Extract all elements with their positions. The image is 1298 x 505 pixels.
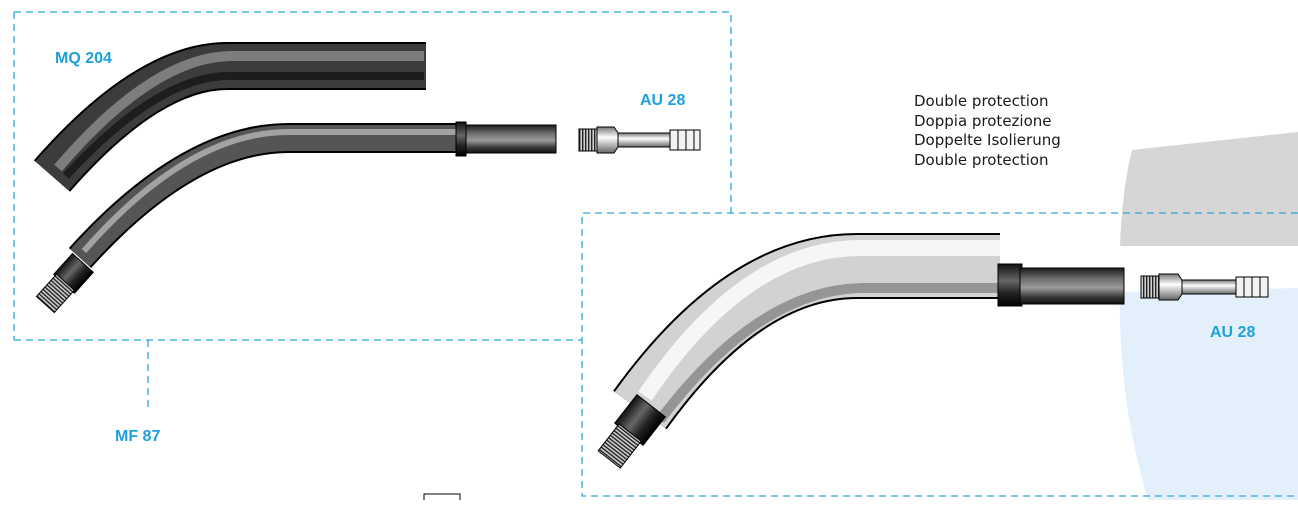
label-au28-top: AU 28 (640, 92, 686, 109)
frame-right-box (581, 212, 1298, 497)
description-line-de: Doppelte Isolierung (914, 131, 1061, 149)
mq204-sleeve (33, 42, 426, 192)
label-mf87: MF 87 (115, 428, 161, 445)
label-mq204: MQ 204 (55, 50, 112, 67)
description-line-en: Double protection (914, 92, 1049, 110)
mf87-tube (35, 121, 557, 314)
description-line-it: Doppia protezione (914, 111, 1052, 130)
cutoff-mark (423, 493, 461, 500)
gray-panel (1120, 132, 1298, 246)
au28-fitting-top (578, 126, 701, 154)
double-protection-assembly (597, 233, 1125, 469)
description-line-fr: Double protection (914, 150, 1049, 169)
au28-fitting-right (1140, 273, 1269, 301)
description-block: Double protection Doppia protezione Dopp… (914, 92, 1061, 170)
blue-panel (1119, 288, 1298, 500)
label-au28-right: AU 28 (1210, 324, 1256, 341)
